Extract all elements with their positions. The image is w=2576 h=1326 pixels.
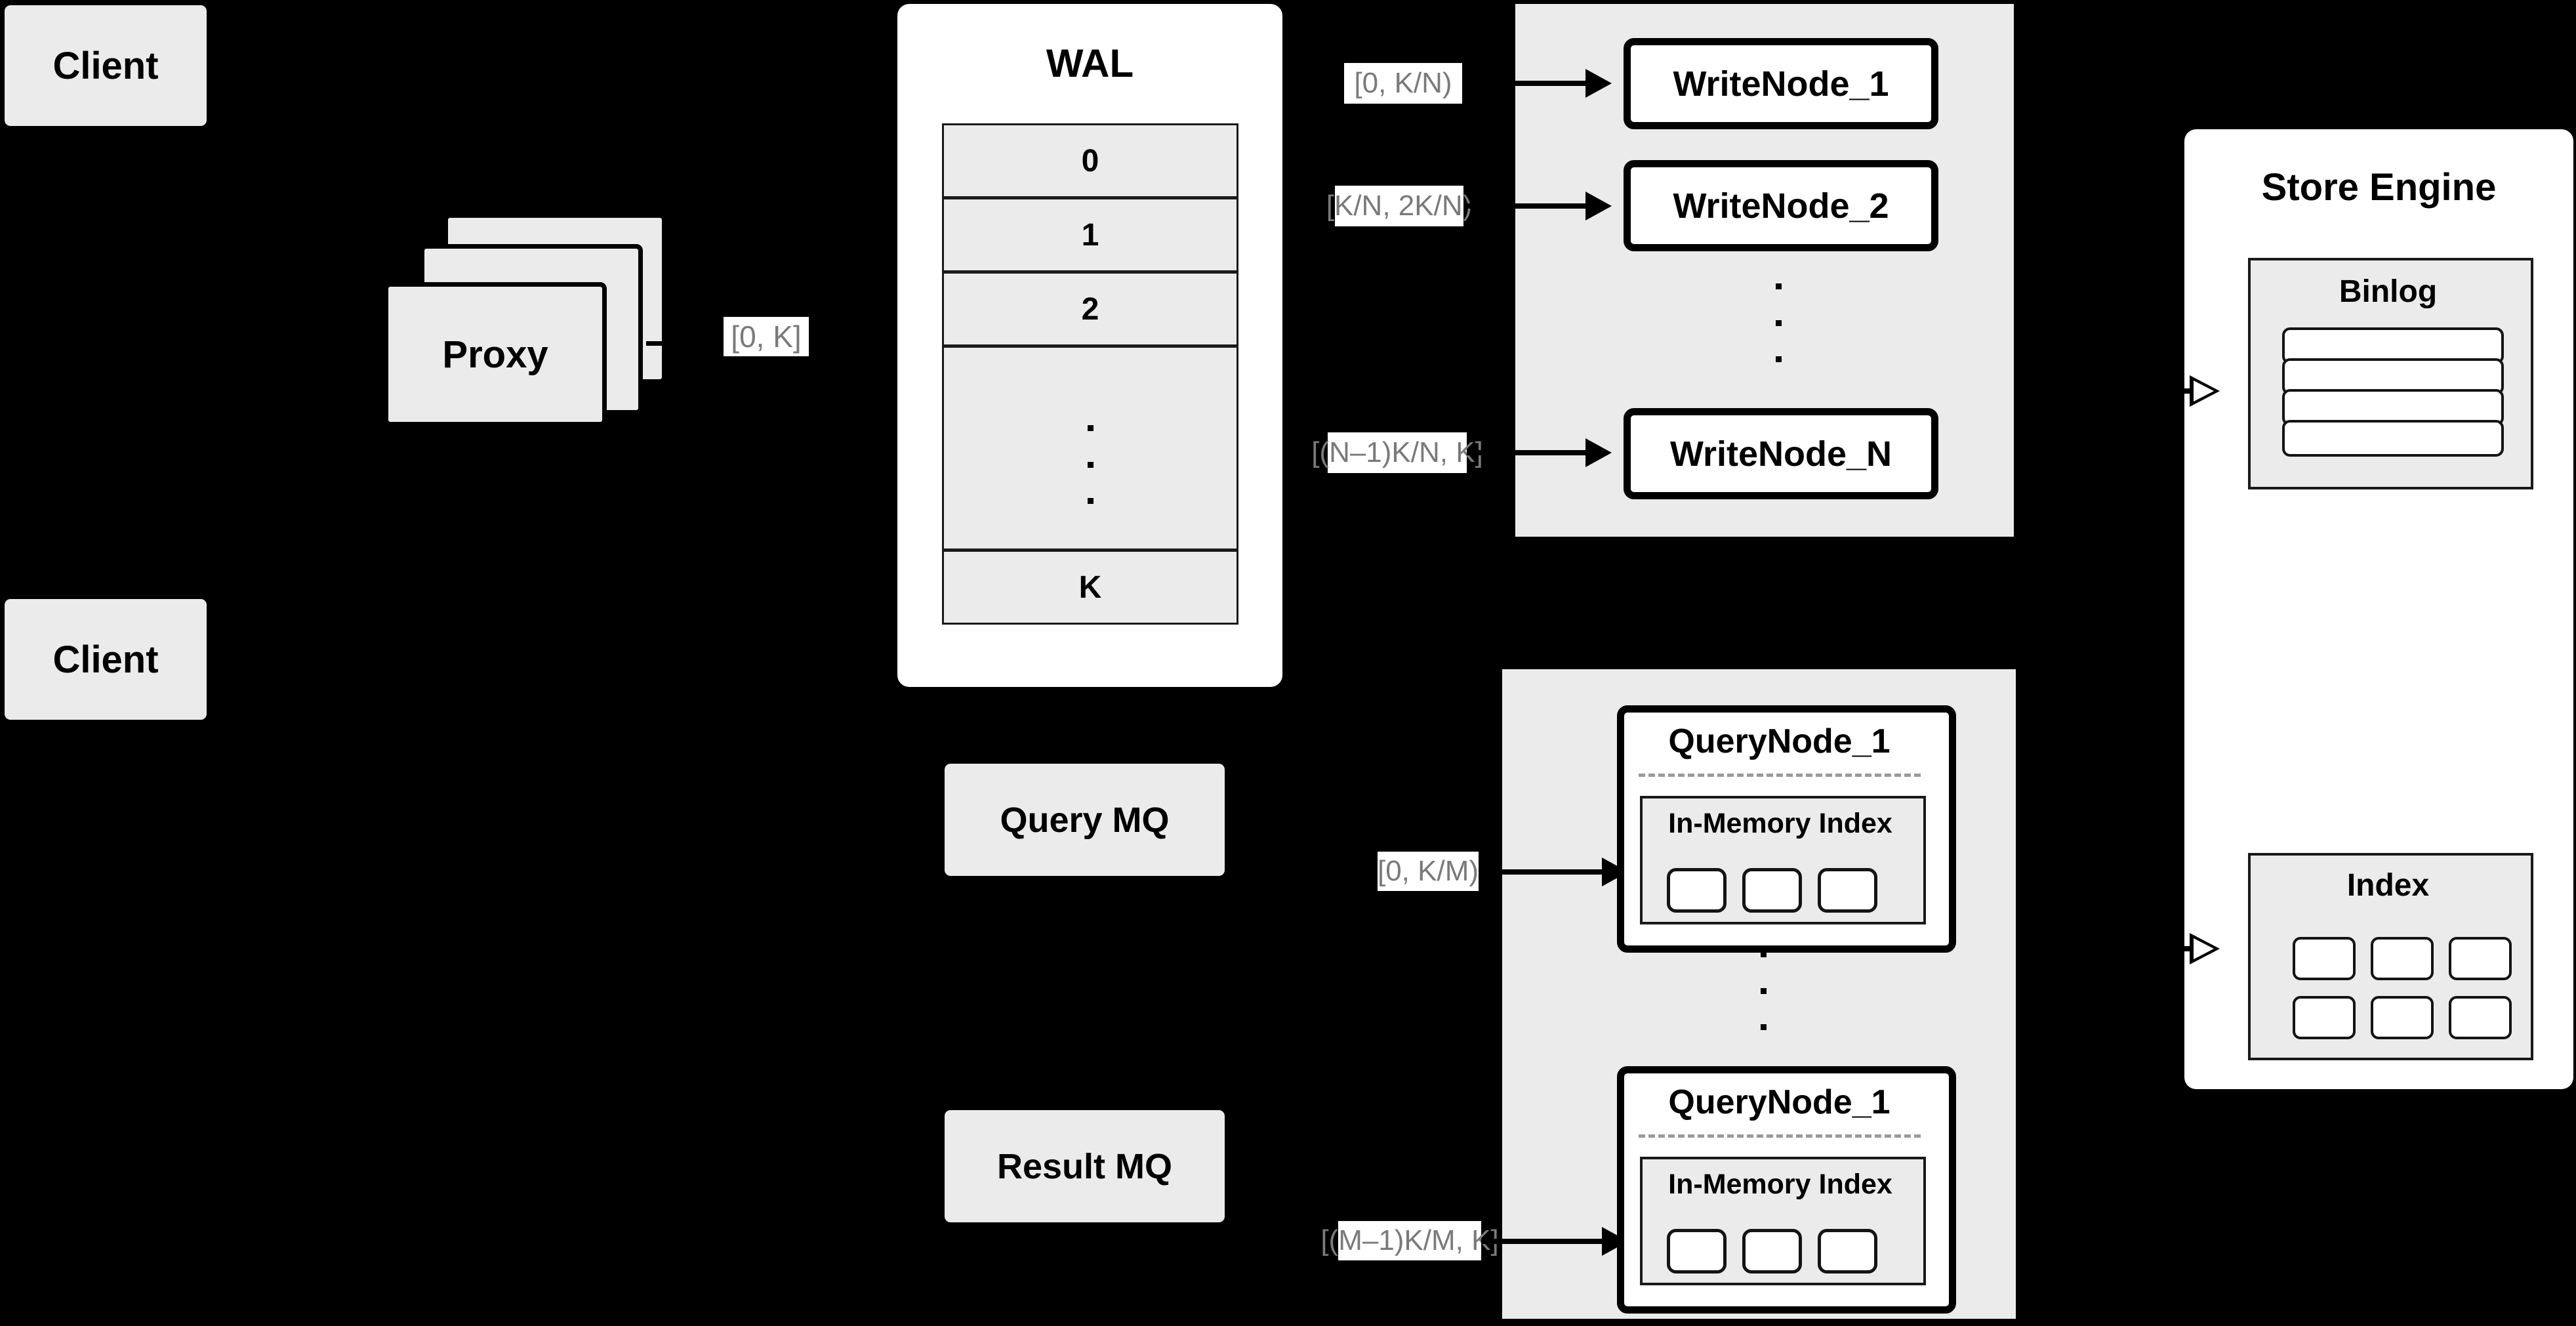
write-node-1[interactable]: WriteNode_1 (1624, 38, 1938, 129)
range-label-writenode-n: [(N–1)K/N, K] (1311, 432, 1483, 473)
write-node-n[interactable]: WriteNode_N (1624, 408, 1938, 499)
arrowhead-index (2190, 933, 2220, 964)
proxy-node[interactable]: Proxy (384, 282, 607, 426)
range-label-proxy-to-wal: [0, K] (724, 317, 809, 356)
client-node-2-label: Client (52, 638, 159, 681)
range-label-querynode-m: [(M–1)K/M, K] (1320, 1221, 1499, 1260)
query-node-2-inmemory-index-title: In-Memory Index (1668, 1169, 1892, 1200)
proxy-label: Proxy (442, 333, 548, 376)
wal-title: WAL (1046, 41, 1134, 85)
client-node-1[interactable]: Client (5, 5, 207, 126)
wal-cell-1[interactable]: 1 (942, 197, 1238, 272)
query-node-1-index-chip-2[interactable] (1742, 868, 1802, 913)
arrow-line-querynode-m (1481, 1239, 1603, 1244)
query-node-1-index-chip-3[interactable] (1818, 868, 1877, 913)
result-mq-node[interactable]: Result MQ (945, 1110, 1225, 1222)
index-chip-1[interactable] (2293, 937, 2356, 980)
arrow-line-index (2154, 946, 2191, 951)
binlog-row-2[interactable] (2282, 358, 2504, 395)
index-title: Index (2346, 868, 2430, 903)
binlog-title: Binlog (2339, 274, 2438, 309)
query-node-2-index-chip-1[interactable] (1667, 1229, 1727, 1274)
index-chip-4[interactable] (2293, 996, 2356, 1039)
store-engine-title: Store Engine (2261, 166, 2497, 209)
arrowhead-writenode-n (1585, 438, 1612, 467)
arrow-line-writenode-1 (1462, 81, 1587, 86)
index-chip-5[interactable] (2371, 996, 2434, 1039)
wal-cell-2[interactable]: 2 (942, 272, 1238, 346)
arrow-line-binlog (2154, 388, 2191, 394)
wal-cell-ellipsis (942, 346, 1238, 550)
query-node-1-divider (1639, 774, 1921, 777)
query-node-1-index-chip-1[interactable] (1667, 868, 1727, 913)
query-node-1-inmemory-index-title: In-Memory Index (1668, 808, 1892, 839)
arrow-line-writenode-2 (1463, 203, 1587, 209)
query-node-2-label: QueryNode_1 (1668, 1083, 1891, 1121)
wal-ellipsis-dots (1088, 425, 1094, 504)
query-node-2-index-chip-3[interactable] (1818, 1229, 1877, 1274)
index-chip-3[interactable] (2449, 937, 2512, 980)
query-node-1-label: QueryNode_1 (1668, 722, 1891, 760)
binlog-row-4[interactable] (2282, 420, 2504, 457)
range-label-querynode-1: [0, K/M) (1378, 852, 1479, 891)
proxy-to-wal-line (646, 341, 672, 346)
range-label-writenode-2: [K/N, 2K/N) (1326, 186, 1472, 226)
client-node-2[interactable]: Client (5, 599, 207, 720)
index-chip-2[interactable] (2371, 937, 2434, 980)
arrowhead-writenode-1 (1585, 69, 1612, 98)
query-node-2-divider (1639, 1134, 1921, 1138)
write-node-2[interactable]: WriteNode_2 (1624, 160, 1938, 251)
write-node-ellipsis-dots (1776, 283, 1782, 362)
arrowhead-writenode-2 (1585, 192, 1612, 220)
query-node-ellipsis-dots (1761, 951, 1767, 1030)
arrowhead-binlog (2190, 375, 2220, 407)
wal-cell-0[interactable]: 0 (942, 123, 1238, 198)
arrow-line-querynode-1 (1479, 869, 1603, 875)
index-chip-6[interactable] (2449, 996, 2512, 1039)
query-node-2-index-chip-2[interactable] (1742, 1229, 1802, 1274)
client-node-1-label: Client (52, 44, 159, 87)
range-label-writenode-1: [0, K/N) (1344, 63, 1462, 104)
query-mq-node[interactable]: Query MQ (945, 764, 1225, 876)
arrow-line-writenode-n (1467, 450, 1587, 455)
wal-cell-k[interactable]: K (942, 550, 1238, 625)
